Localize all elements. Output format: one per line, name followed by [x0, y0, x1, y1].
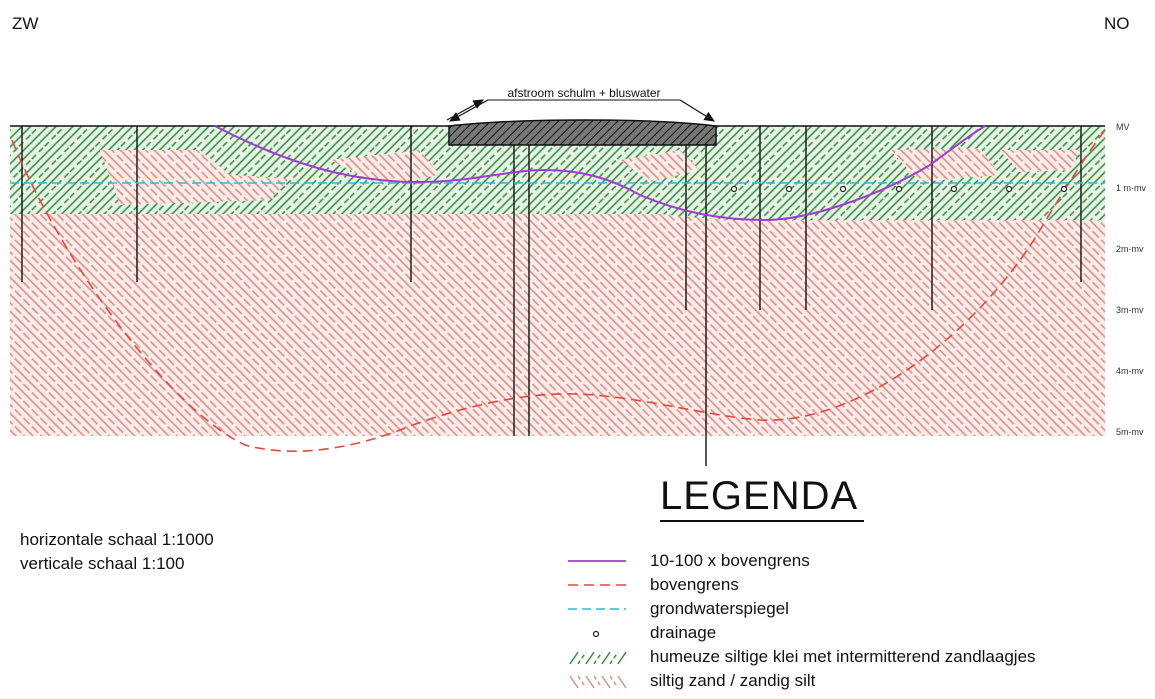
- legend-label: 10-100 x bovengrens: [650, 551, 810, 570]
- solid-line-icon: [568, 560, 626, 562]
- legend-label: drainage: [650, 623, 717, 642]
- sand-lens: [890, 148, 1000, 182]
- legend-label: siltig zand / zandig silt: [650, 671, 816, 690]
- direction-label-no: NO: [1104, 14, 1130, 33]
- drainage-marker: [730, 185, 738, 193]
- green-hatch-icon: [569, 651, 627, 665]
- scale-info: horizontale schaal 1:1000 verticale scha…: [20, 528, 214, 576]
- depth-label: 5m-mv: [1116, 427, 1144, 437]
- depth-label: MV: [1116, 122, 1130, 132]
- legend-label: bovengrens: [650, 575, 739, 594]
- arrow-left: [448, 99, 489, 122]
- drainage-marker: [950, 185, 958, 193]
- depth-label: 2m-mv: [1116, 244, 1144, 254]
- sand-lens: [620, 150, 700, 182]
- clay-layer: [10, 126, 1105, 221]
- drainage-marker: [839, 185, 847, 193]
- dashed-line-icon: [568, 608, 626, 610]
- direction-label-zw: ZW: [12, 14, 39, 33]
- drainage-markers: [730, 185, 1068, 193]
- soil-cross-section: afstroom schulm + bluswater MV 1 m-mv 2m…: [10, 86, 1146, 466]
- sludge-deposit: [448, 119, 717, 146]
- dashed-line-icon: [568, 584, 626, 586]
- depth-axis: MV 1 m-mv 2m-mv 3m-mv 4m-mv 5m-mv: [1116, 122, 1146, 437]
- legend-label: grondwaterspiegel: [650, 599, 789, 618]
- drainage-marker: [1060, 185, 1068, 193]
- upper-limit-10-100-curve: [214, 125, 986, 222]
- horizontal-scale: horizontale schaal 1:1000: [20, 530, 214, 549]
- drainage-marker: [1005, 185, 1013, 193]
- arrow-left: [446, 99, 485, 121]
- legend-label: humeuze siltige klei met intermitterend …: [650, 647, 1036, 666]
- upper-limit-curve: [11, 129, 1106, 452]
- depth-label: 3m-mv: [1116, 305, 1144, 315]
- vertical-scale: verticale schaal 1:100: [20, 554, 185, 573]
- drainage-marker: [785, 185, 793, 193]
- red-hatch-icon: [569, 675, 627, 689]
- sand-lens: [1000, 150, 1080, 172]
- boreholes: [21, 126, 1082, 466]
- drainage-marker: [895, 185, 903, 193]
- legend-title: LEGENDA: [660, 474, 865, 522]
- arrow-right: [679, 99, 716, 122]
- sand-lens: [100, 150, 290, 205]
- depth-label: 4m-mv: [1116, 366, 1144, 376]
- circle-marker-icon: [592, 630, 600, 638]
- surface-label: afstroom schulm + bluswater: [507, 86, 660, 100]
- sand-lens: [330, 150, 440, 185]
- depth-label: 1 m-mv: [1116, 183, 1146, 193]
